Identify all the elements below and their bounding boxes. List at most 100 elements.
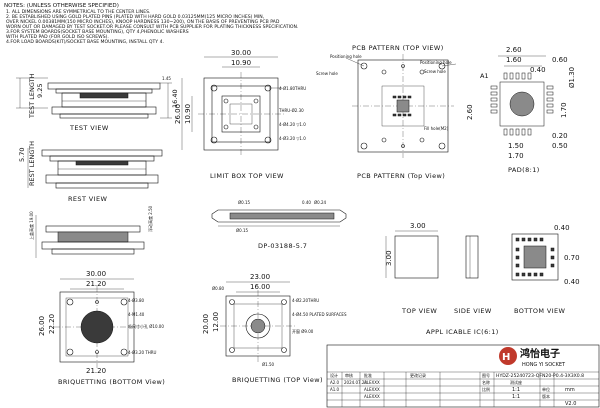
dim-570: 5.70 bbox=[18, 148, 26, 162]
pad-detail: 2.60 1.60 0.40 0.60 Ø1.30 A1 bbox=[466, 46, 576, 174]
pcb-fill-hole: Fill hole(M2) bbox=[424, 126, 449, 131]
note-line: WITH PLATED PAD (FOR GOLD ISO SCREWS). bbox=[6, 34, 109, 40]
briquetting-bottom-view: 30.00 21.20 26.00 22.20 4-Ø3.80 4-M1.40 … bbox=[38, 270, 165, 386]
tb-cell: A1.0 bbox=[330, 387, 340, 392]
tb-cell: ALEXXX bbox=[364, 387, 380, 392]
bt-h2000: 20.00 bbox=[202, 314, 210, 334]
tb-hdr-approve: 批准 bbox=[364, 372, 372, 378]
applicable-ic-title: APPL ICABLE IC(6:1) bbox=[426, 328, 499, 336]
pad-d160: 1.60 bbox=[506, 56, 522, 64]
scale-value-2: 1:1 bbox=[512, 394, 520, 400]
dp-title: DP-03188-5.7 bbox=[258, 242, 307, 250]
cn-label-b: 上盖高度 19.00 bbox=[28, 211, 34, 240]
tb-hdr-check: 审核 bbox=[345, 372, 353, 378]
bb-w2120: 21.20 bbox=[86, 280, 106, 288]
dim-925: 9.25 bbox=[36, 84, 44, 98]
ic-top-title: TOP VIEW bbox=[401, 307, 437, 315]
note-line: 4.FOR LOAD BOARDS(KIT)/SOCKET BASE MOUNT… bbox=[6, 39, 164, 45]
pcb-screw-hole: Screw hole bbox=[316, 71, 338, 76]
bt-w1600: 16.00 bbox=[250, 283, 270, 291]
pad-d260: 2.60 bbox=[506, 46, 522, 54]
dp-view: Ø0.15 0.40 Ø0.24 Ø0.15 DP-03188-5.7 bbox=[211, 200, 347, 250]
tb-cell: ALEXXX bbox=[364, 380, 380, 385]
ic-d040b: 0.40 bbox=[564, 278, 580, 286]
ic-side-view: SIDE VIEW bbox=[454, 235, 492, 315]
tb-hdr-design: 设计 bbox=[330, 372, 338, 378]
ic-w300: 3.00 bbox=[410, 222, 426, 230]
tb-cell: A2.0 bbox=[330, 380, 340, 385]
pcb-pad-grid bbox=[392, 95, 412, 117]
bb-d380: 4-Ø3.80 bbox=[128, 298, 144, 303]
part-name: 测试座 bbox=[510, 379, 522, 385]
dp-dim-c: Ø0.24 bbox=[314, 200, 327, 205]
lb-w-outer: 30.00 bbox=[231, 49, 251, 57]
unit-value: mm bbox=[565, 387, 575, 393]
cn-label-a: 浮动高度 2.50 bbox=[147, 205, 153, 232]
pcb-pattern-title: PCB PATTERN (TOP VIEW) bbox=[352, 44, 444, 52]
tb-col-unit: 单位 bbox=[542, 386, 550, 392]
ic-bottom-title: BOTTOM VIEW bbox=[514, 307, 566, 315]
pcb-pattern-top-title: PCB PATTERN (Top View) bbox=[357, 172, 445, 180]
dim-1640: 16.40 bbox=[171, 89, 179, 108]
ic-h300: 3.00 bbox=[385, 250, 393, 266]
test-view: TEST LENGTH 9.25 1.45 16.40 TEST VIEW bbox=[16, 73, 179, 132]
ic-side-title: SIDE VIEW bbox=[454, 307, 492, 315]
bb-cn: 吸尺寸小孔 Ø10.00 bbox=[128, 323, 164, 329]
test-view-title: TEST VIEW bbox=[69, 124, 109, 132]
pad-h260: 2.60 bbox=[466, 104, 474, 120]
dp-dim-b: 0.40 bbox=[302, 200, 311, 205]
brq-top-title: BRIQUETTING (TOP View) bbox=[232, 376, 323, 384]
note-line: WORN OUT OR DAMAGED BY TEST SOCKET.OR PL… bbox=[6, 24, 298, 30]
brq-bottom-title: BRIQUETTING (BOTTOM View) bbox=[58, 378, 165, 386]
note-line: 2. BE ESTABLISHED USING GOLD PLATED PINS… bbox=[6, 14, 265, 20]
version-value: V2.0 bbox=[565, 401, 576, 407]
limit-box-top-view: 30.00 10.90 26.00 10.90 4-Ø1.80THRU THRU… bbox=[174, 49, 306, 180]
svg-text:H: H bbox=[502, 352, 510, 363]
pad-leads bbox=[490, 72, 554, 136]
bb-h2600: 26.00 bbox=[38, 316, 46, 336]
pcb-positioning-hole-left: Positioning hole bbox=[330, 54, 362, 59]
ic-bottom-view: 0.40 0.70 0.40 BOTTOM VIEW APPL ICABLE I… bbox=[426, 224, 580, 336]
test-length-label: TEST LENGTH bbox=[28, 73, 36, 119]
tb-col-name: 名称 bbox=[482, 379, 490, 385]
dim-145: 1.45 bbox=[162, 76, 171, 81]
tb-cell: ALEXXX bbox=[364, 394, 380, 399]
pad-title: PAD(8:1) bbox=[508, 166, 540, 174]
lb-dd: 4-Ø3.20 ▽1.0 bbox=[279, 136, 306, 141]
tb-col-version: 版本 bbox=[542, 393, 550, 399]
pad-d040: 0.40 bbox=[530, 66, 546, 74]
notes-block: NOTES: (UNLESS OTHERWISE SPECIFIED) 1. A… bbox=[4, 3, 298, 45]
pad-d020: 0.20 bbox=[552, 132, 568, 140]
pcb-positioning-hole-right: Positioning hole bbox=[420, 60, 452, 65]
notes-title: NOTES: (UNLESS OTHERWISE SPECIFIED) bbox=[4, 3, 119, 9]
bt-w2300: 23.00 bbox=[250, 273, 270, 281]
rest-view: REST LENGTH 5.70 REST VIEW bbox=[18, 141, 163, 203]
ic-d040: 0.40 bbox=[554, 224, 570, 232]
lb-h-inner: 10.90 bbox=[184, 104, 192, 124]
pad-d050: 0.50 bbox=[552, 142, 568, 150]
bt-d900: 开窗 Ø9.00 bbox=[292, 328, 314, 334]
pad-a1: A1 bbox=[480, 72, 489, 80]
pad-d170b: 1.70 bbox=[508, 152, 524, 160]
tb-cell: 2024.07.23 bbox=[344, 380, 367, 385]
rest-view-title: REST VIEW bbox=[68, 195, 107, 203]
ic-top-view: 3.00 3.00 TOP VIEW bbox=[385, 222, 439, 315]
ic-d070: 0.70 bbox=[564, 254, 580, 262]
company-name-en: HONG YI SOCKET bbox=[522, 362, 566, 368]
pad-d130: Ø1.30 bbox=[568, 67, 576, 88]
lb-slot: 4-Ø4.20 ▽1.0 bbox=[279, 122, 306, 127]
bb-m140: 4-M1.40 bbox=[128, 312, 145, 317]
bt-d150: Ø1.50 bbox=[262, 362, 275, 367]
assembly-side-view: 上盖高度 19.00 浮动高度 2.50 bbox=[28, 205, 153, 258]
bb-h2220: 22.20 bbox=[48, 314, 56, 334]
bt-thru: 4-Ø2.20THRU bbox=[292, 298, 319, 303]
bb-thru: 4-Ø3.20 THRU bbox=[128, 350, 157, 355]
title-block: H 鸿怡电子 HONG YI SOCKET 设计 审核 批准 更改记录 A2.0… bbox=[326, 344, 600, 408]
briquetting-top-view: 23.00 16.00 Ø0.80 20.00 12.00 4-Ø2.20THR… bbox=[202, 273, 347, 384]
limit-box-title: LIMIT BOX TOP VIEW bbox=[210, 172, 284, 180]
note-line: OVER NICKEL 0.00381MM(150 MICRO INCHES),… bbox=[6, 19, 280, 25]
tb-hdr-change: 更改记录 bbox=[410, 372, 426, 378]
bt-d080: Ø0.80 bbox=[212, 286, 225, 291]
